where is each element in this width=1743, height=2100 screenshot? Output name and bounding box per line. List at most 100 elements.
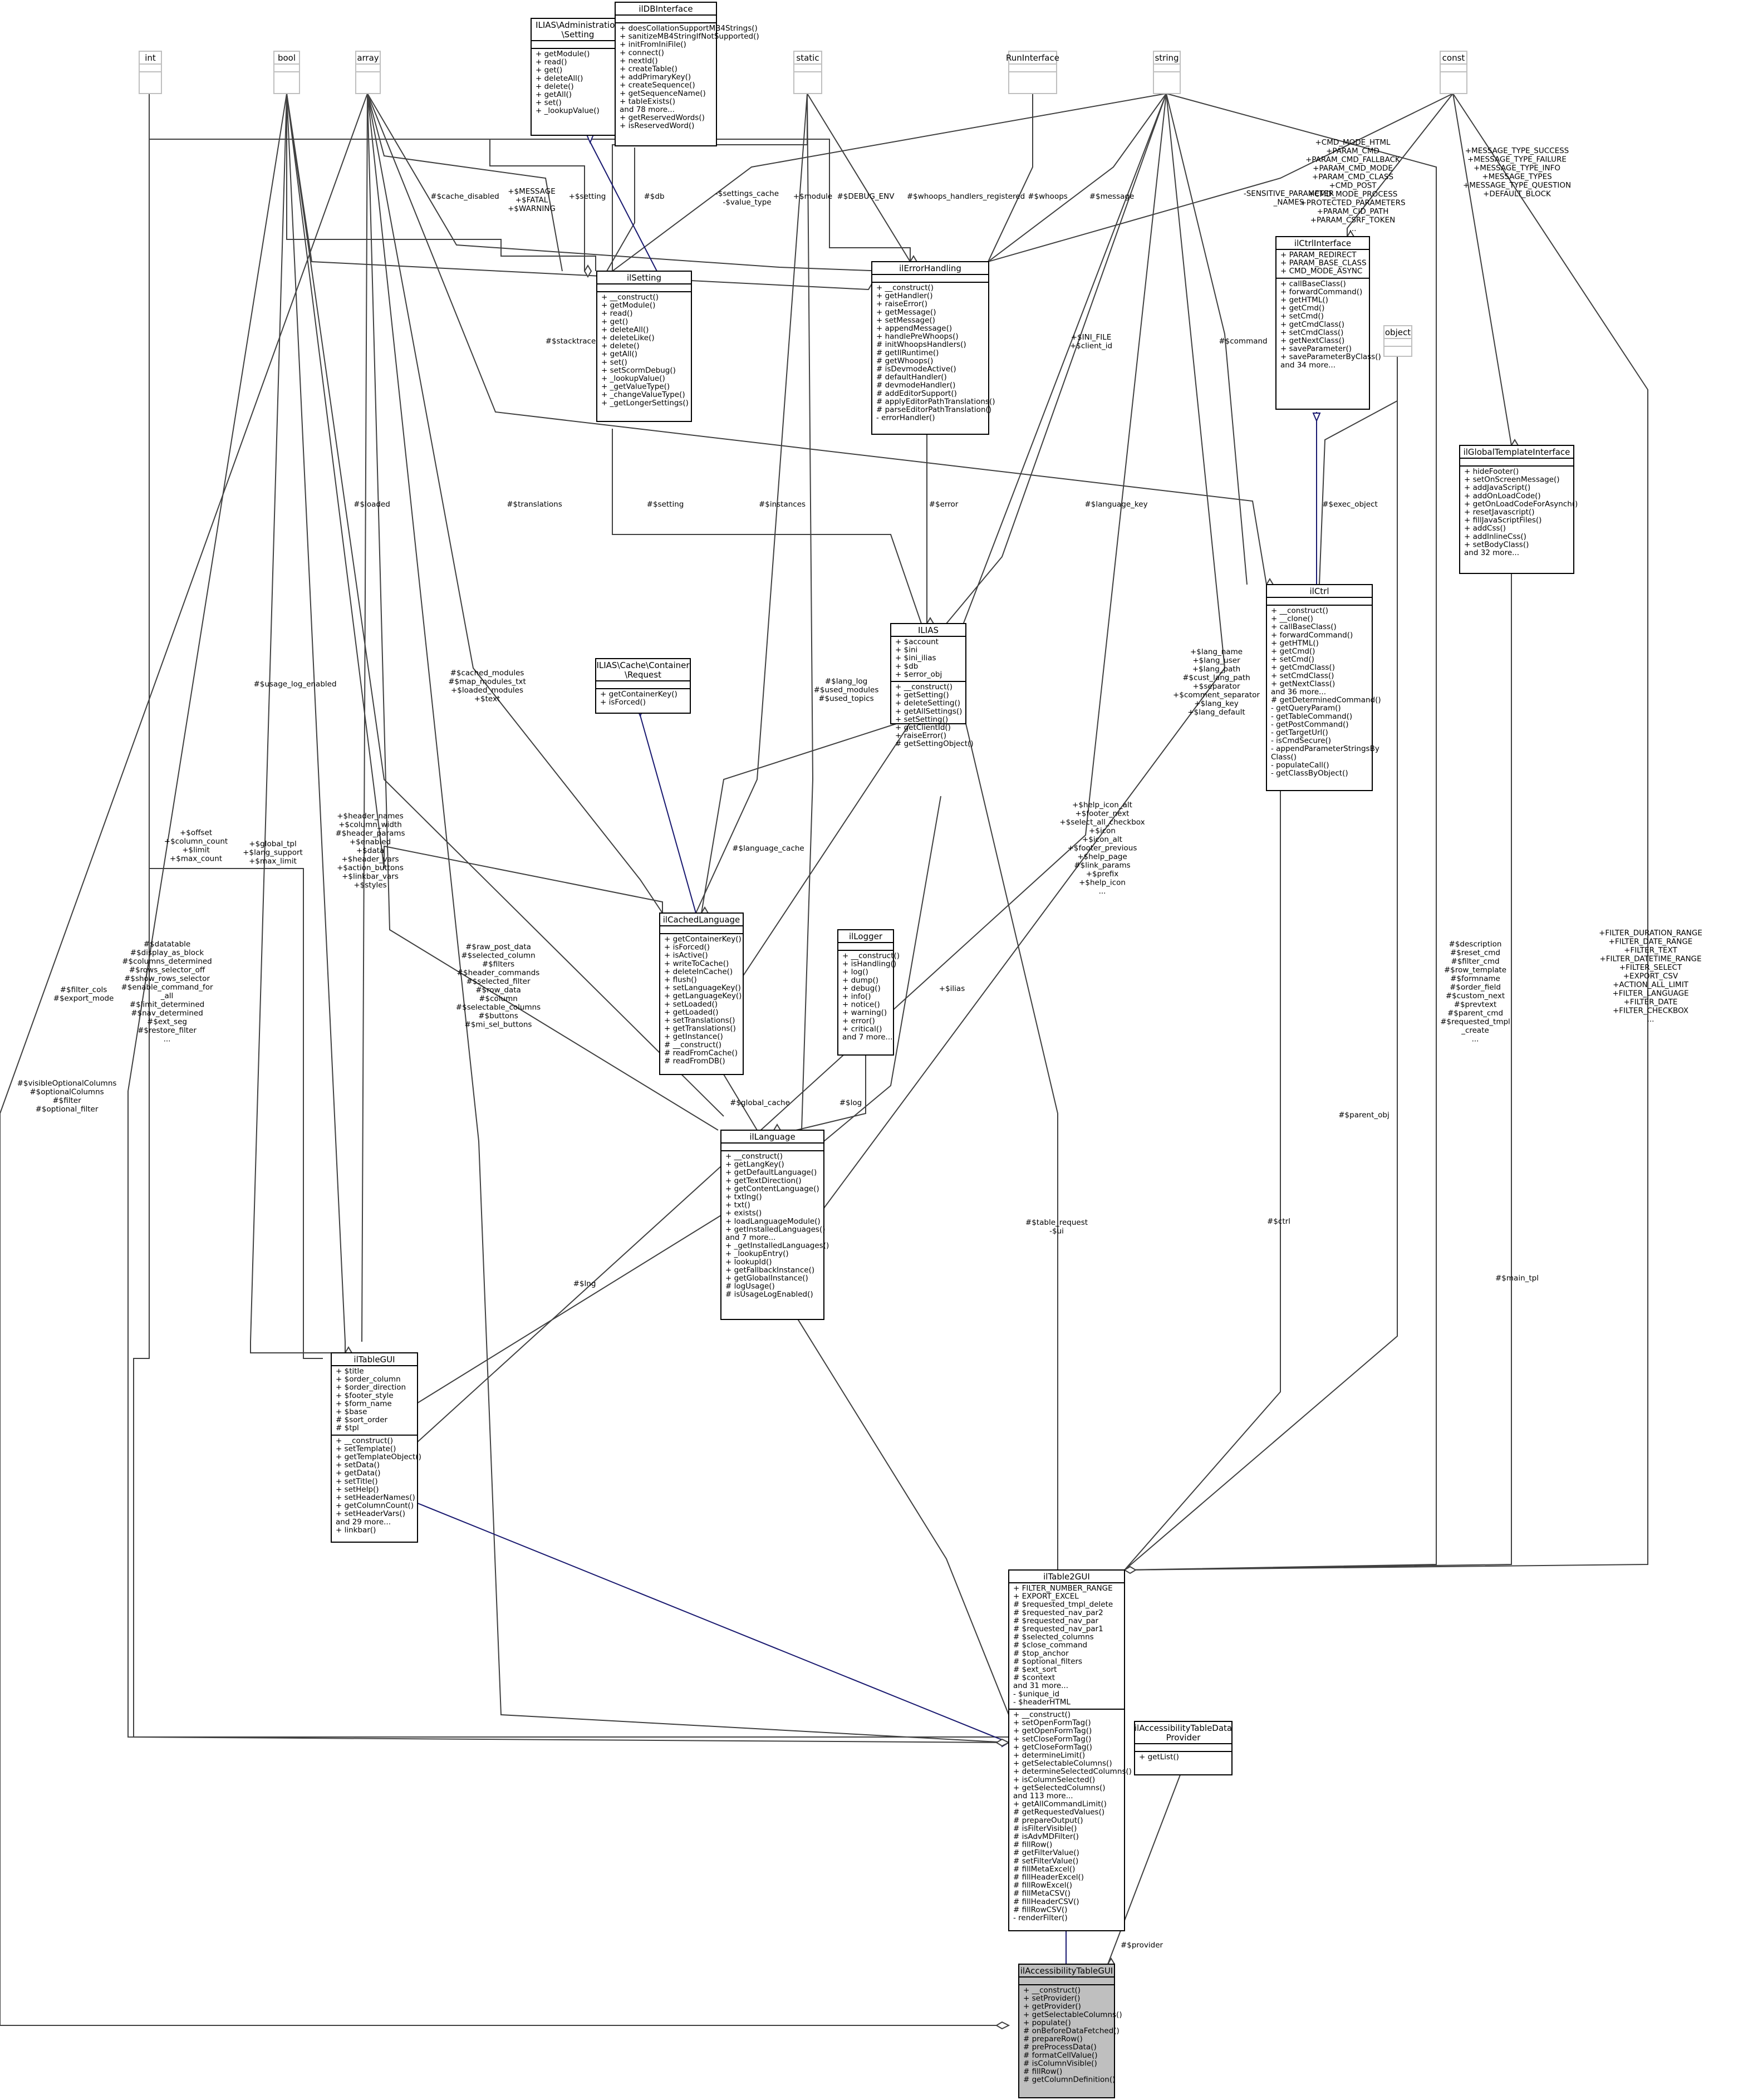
class-title: string — [1155, 53, 1179, 63]
class-attributes: + PARAM_REDIRECT+ PARAM_BASE_CLASS+ CMD_… — [1280, 251, 1367, 276]
edge-label-offset: +$offset+$column_count+$limit+$max_count — [164, 828, 228, 863]
class-bool[interactable]: bool — [273, 51, 300, 94]
agg-diamond-table2gui — [995, 1738, 1010, 1747]
edge-ilias-to-table2gui — [965, 723, 1058, 1570]
class-title: ILIAS\Cache\Container\Request — [596, 660, 690, 680]
edge-label-tablereq: #$table_request-$ui — [1025, 1218, 1088, 1236]
class-title: ilCtrl — [1309, 586, 1329, 596]
class-cachereq[interactable]: ILIAS\Cache\Container\Request+ getContai… — [595, 658, 691, 714]
agg-diamond-table2gui-top — [1123, 1566, 1137, 1574]
edge-int-to-errh — [149, 139, 911, 262]
edge-label-setting2: #$setting — [647, 500, 684, 509]
class-const[interactable]: const — [1440, 51, 1467, 94]
class-runint[interactable]: RunInterface — [1006, 51, 1059, 94]
class-methods: + getList() — [1139, 1753, 1179, 1762]
class-ctrl[interactable]: ilCtrl + __construct()+ __clone()+ callBa… — [1266, 584, 1381, 791]
class-title: array — [357, 53, 379, 63]
edge-const-to-table2gui — [1124, 93, 1648, 1571]
class-attributes: + $title+ $order_column+ $order_directio… — [336, 1367, 406, 1432]
edge-label-db: #$db — [644, 192, 664, 201]
edge-label-error: #$error — [929, 500, 959, 509]
edge-label-whoops: #$whoops — [1028, 192, 1068, 201]
edge-label-translations: #$translations — [507, 500, 562, 509]
edge-label-setting: +$setting — [569, 192, 606, 201]
edge-label-langcache: #$language_cache — [732, 844, 804, 853]
agg-diamond-setting — [583, 264, 592, 278]
edge-cachedlang-to-language — [723, 1074, 758, 1131]
edge-label-maintpl: #$main_tpl — [1495, 1274, 1539, 1283]
class-attributes: + $account+ $ini+ $ini_ilias+ $db+ $erro… — [895, 637, 942, 679]
class-admset[interactable]: ILIAS\Administration\Setting+ getModule(… — [531, 18, 625, 136]
edge-label-stacktrace: #$stacktrace — [546, 337, 596, 346]
edge-label-command: #$command — [1219, 337, 1267, 346]
class-title: ilLanguage — [749, 1132, 795, 1142]
edge-array-to-ctrl — [367, 93, 1267, 585]
edge-string-to-ilias — [946, 93, 1167, 624]
edge-logger-to-language — [796, 1055, 866, 1131]
edge-label-filtercols: #$filter_cols#$export_mode — [53, 985, 114, 1003]
inherit-arrow-ctrl — [1312, 413, 1321, 423]
class-title: static — [796, 53, 819, 63]
edge-label-helpicon: +$help_icon_alt+$footer_next+$select_all… — [1059, 801, 1145, 896]
class-methods: + __construct()+ getLangKey()+ getDefaul… — [725, 1152, 829, 1299]
edge-label-description: #$description#$reset_cmd#$filter_cmd#$ro… — [1440, 940, 1510, 1044]
class-acctable[interactable]: ilAccessibilityTableGUI + __construct()+ … — [1018, 1964, 1122, 2098]
class-ctrlint[interactable]: ilCtrlInterface+ PARAM_REDIRECT+ PARAM_B… — [1275, 236, 1381, 410]
edge-label-filterconst: +FILTER_DURATION_RANGE+FILTER_DATE_RANGE… — [1599, 929, 1702, 1024]
class-tablegui[interactable]: ilTableGUI+ $title+ $order_column+ $orde… — [331, 1352, 421, 1543]
edge-string-to-setting — [612, 93, 1167, 272]
class-gti[interactable]: ilGlobalTemplateInterface+ hideFooter()+… — [1459, 445, 1578, 574]
edge-provider-to-acctable — [1107, 1774, 1181, 1965]
edge-ilias-to-cachedlang — [701, 723, 897, 914]
edge-static-to-language — [801, 93, 814, 1131]
class-methods: + getModule()+ read()+ get()+ deleteAll(… — [536, 50, 600, 115]
edge-bool-to-tablegui — [250, 93, 331, 1353]
edge-label-loaded: #$loaded — [353, 500, 390, 509]
edge-bool-to-tablegui2 — [286, 93, 346, 1353]
class-title: RunInterface — [1006, 53, 1059, 63]
class-errh[interactable]: ilErrorHandling+ __construct()+ getHandl… — [871, 261, 995, 435]
class-title: ilAccessibilityTableGUI — [1020, 1966, 1113, 1976]
class-title: ilTable2GUI — [1043, 1572, 1090, 1582]
edge-string-to-ctrl — [1166, 93, 1248, 585]
edge-bool-to-cachedlang — [286, 93, 663, 913]
edge-bool-to-language — [286, 93, 724, 1117]
relationship-edges — [0, 93, 1648, 2030]
class-methods: + __construct()+ __clone()+ callBaseClas… — [1271, 606, 1381, 778]
edge-label-rawpost: #$raw_post_data#$selected_column#$filter… — [456, 943, 541, 1029]
edge-label-msgtypes: +MESSAGE_TYPE_SUCCESS+MESSAGE_TYPE_FAILU… — [1463, 146, 1571, 199]
class-array[interactable]: array — [355, 51, 381, 94]
class-cachedlang[interactable]: ilCachedLanguage+ getContainerKey()+ isF… — [659, 912, 744, 1075]
edge-label-setcache: -$settings_cache-$value_type — [715, 189, 779, 207]
class-table2gui[interactable]: ilTable2GUI+ FILTER_NUMBER_RANGE+ EXPORT… — [1008, 1569, 1132, 1931]
class-int[interactable]: int — [139, 51, 162, 94]
edge-label-ctrlvar: #$ctrl — [1267, 1217, 1290, 1226]
class-title: ilErrorHandling — [899, 263, 961, 273]
edge-label-message: #$message — [1089, 192, 1135, 201]
class-dbint[interactable]: ilDBInterface+ doesCollationSupportMB4St… — [615, 2, 759, 146]
class-ilias[interactable]: ILIAS + $account+ $ini+ $ini_ilias+ $db+ … — [890, 623, 974, 748]
edge-label-instances: #$instances — [759, 500, 806, 509]
edge-label-langkey: #$language_key — [1084, 500, 1147, 509]
edge-string-to-language — [823, 93, 1226, 1209]
class-title: ILIAS — [918, 625, 939, 635]
edge-inherit-admset-setting — [590, 141, 657, 272]
class-object[interactable]: object — [1383, 325, 1412, 357]
edge-inherit-tablegui-table2gui — [417, 1503, 1009, 1743]
edge-static-to-errh — [807, 93, 911, 262]
class-methods: + getContainerKey()+ isForced()+ isActiv… — [664, 935, 742, 1066]
edge-static-to-cachedlang — [695, 93, 808, 914]
class-language[interactable]: ilLanguage + __construct()+ getLangKey()+… — [720, 1130, 829, 1320]
edge-array-to-cachedlang — [367, 93, 663, 914]
edge-int-to-table2gui — [133, 94, 1009, 1738]
class-title: bool — [278, 53, 296, 63]
class-string[interactable]: string — [1153, 51, 1181, 94]
class-methods: + __construct()+ setProvider()+ getProvi… — [1023, 1986, 1122, 2084]
class-static[interactable]: static — [793, 51, 822, 94]
edge-array-to-table2gui — [367, 93, 1009, 1743]
class-logger[interactable]: ilLogger+ __construct()+ isHandling()+ l… — [837, 929, 900, 1056]
edge-label-provider: #$provider — [1121, 1941, 1163, 1950]
class-setting[interactable]: ilSetting+ __construct()+ getModule()+ r… — [596, 271, 692, 422]
